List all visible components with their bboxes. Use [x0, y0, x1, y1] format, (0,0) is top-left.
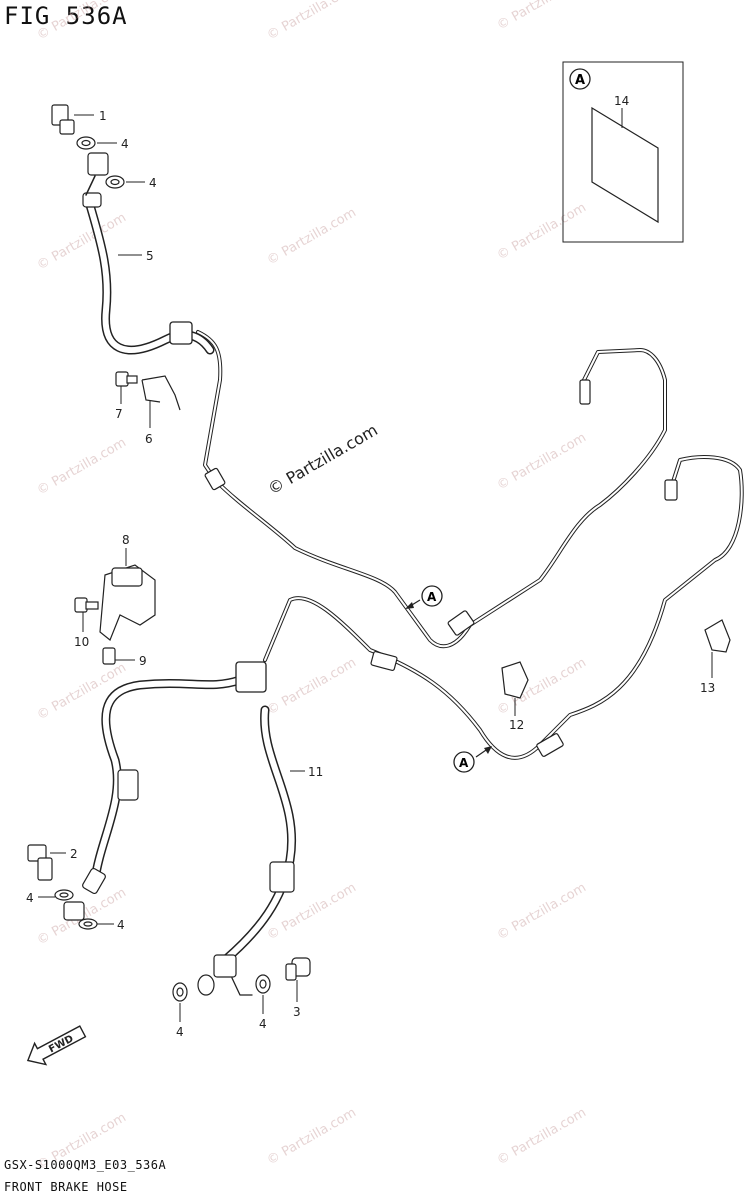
fastener-group — [27, 104, 731, 1002]
callout-4: 4 — [117, 918, 125, 932]
callout-6: 6 — [145, 432, 153, 446]
callout-4: 4 — [121, 137, 129, 151]
bolt-9-icon — [102, 647, 116, 665]
connector-markers: A A — [405, 585, 492, 773]
bolt-10-icon — [74, 597, 88, 613]
inset-marker: A — [575, 73, 585, 88]
callout-13: 13 — [700, 681, 715, 695]
callout-11: 11 — [308, 765, 323, 779]
leader-lines — [38, 114, 713, 1022]
watermark: © Partzilla.com — [35, 210, 129, 273]
callout-14: 14 — [614, 94, 629, 108]
callout-2: 2 — [70, 847, 78, 861]
watermark: © Partzilla.com — [35, 0, 129, 43]
bolt-7-icon — [115, 371, 129, 387]
watermark: © Partzilla.com — [495, 200, 589, 263]
watermark: © Partzilla.com — [265, 205, 359, 268]
watermark: © Partzilla.com — [495, 0, 589, 33]
watermark: © Partzilla.com — [265, 0, 359, 43]
figure-name: FRONT BRAKE HOSE — [4, 1180, 128, 1194]
center-watermark: © Partzilla.com — [265, 420, 381, 498]
figure-code: GSX-S1000QM3_E03_536A — [4, 1158, 167, 1172]
watermark: © Partzilla.com — [265, 655, 359, 718]
callout-4: 4 — [176, 1025, 184, 1039]
callout-9: 9 — [139, 654, 147, 668]
callout-7: 7 — [115, 407, 123, 421]
callout-3: 3 — [293, 1005, 301, 1019]
watermark: © Partzilla.com — [495, 430, 589, 493]
inset-box: A 14 — [562, 61, 684, 243]
hose-lower — [63, 455, 744, 996]
callout-4: 4 — [149, 176, 157, 190]
pad-shape — [591, 106, 659, 224]
watermark: © Partzilla.com — [495, 880, 589, 943]
callout-8: 8 — [122, 533, 130, 547]
connector-a-marker: A — [459, 756, 469, 770]
watermark: © Partzilla.com — [495, 1105, 589, 1168]
fwd-arrow-icon: FWD — [26, 1025, 87, 1066]
clamp-6-icon — [141, 375, 181, 411]
watermark: © Partzilla.com — [35, 435, 129, 498]
callout-10: 10 — [74, 635, 89, 649]
callout-12: 12 — [509, 718, 524, 732]
callout-labels: 1 4 4 5 7 6 8 10 9 11 2 4 4 4 4 3 12 13 — [26, 109, 715, 1039]
connector-a-marker: A — [427, 590, 437, 604]
banjo-bolt-2-icon — [27, 844, 47, 862]
callout-4: 4 — [259, 1017, 267, 1031]
clamp-13-icon — [704, 619, 731, 653]
figure-title: FIG 536A — [4, 2, 128, 30]
watermark: © Partzilla.com — [265, 1105, 359, 1168]
callout-5: 5 — [146, 249, 154, 263]
callout-4: 4 — [26, 891, 34, 905]
clamp-12-icon — [501, 661, 529, 699]
callout-1: 1 — [99, 109, 107, 123]
hose-upper — [82, 152, 667, 649]
